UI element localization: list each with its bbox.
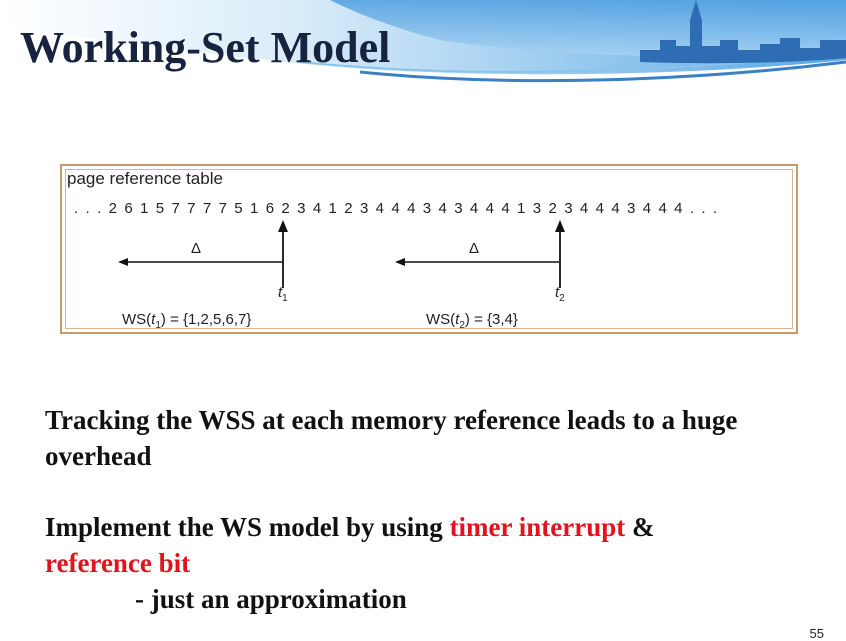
- t1-letter: t: [278, 284, 283, 301]
- ws2-t: t: [455, 311, 460, 328]
- paragraph-overhead: Tracking the WSS at each memory referenc…: [45, 405, 738, 471]
- slide-title: Working-Set Model: [20, 23, 391, 72]
- ws2-prefix: WS(: [426, 311, 456, 328]
- window-arrows: [118, 220, 565, 288]
- ws1-t: t: [151, 311, 156, 328]
- t2-marker: t2: [555, 284, 565, 304]
- t2-letter: t: [555, 284, 560, 301]
- figure-label: page reference table: [67, 169, 223, 188]
- header-banner: [0, 0, 846, 83]
- delta-label-1: Δ: [191, 240, 202, 257]
- ws1-prefix: WS(: [122, 311, 152, 328]
- reference-sequence: . . . 2 6 1 5 7 7 7 7 5 1 6 2 3 4 1 2 3 …: [74, 200, 719, 217]
- working-set-figure: page reference table . . . 2 6 1 5 7 7 7…: [60, 164, 798, 334]
- impl-text-mid: &: [625, 512, 655, 542]
- ws-t2-label: WS(t2) = {3,4}: [426, 311, 518, 331]
- ws-t1-label: WS(t1) = {1,2,5,6,7}: [122, 311, 251, 331]
- figure-inner-border: [65, 169, 793, 329]
- ws2-suffix: ) = {3,4}: [464, 311, 518, 328]
- paragraph-approximation: - just an approximation: [135, 584, 407, 614]
- paragraph-implementation: Implement the WS model by using timer in…: [45, 509, 785, 581]
- reference-bit-text: reference bit: [45, 548, 191, 578]
- impl-text-start: Implement the WS model by using: [45, 512, 450, 542]
- skyline-icon: [640, 0, 846, 64]
- delta-label-2: Δ: [469, 240, 480, 257]
- t1-marker: t1: [278, 284, 288, 304]
- ws2-sub: 2: [459, 320, 465, 331]
- ws1-suffix: ) = {1,2,5,6,7}: [160, 311, 252, 328]
- t1-sub: 1: [282, 293, 288, 304]
- timer-interrupt-text: timer interrupt: [449, 512, 626, 542]
- page-number: 55: [809, 626, 824, 641]
- ws1-sub: 1: [155, 320, 161, 331]
- t2-sub: 2: [559, 293, 565, 304]
